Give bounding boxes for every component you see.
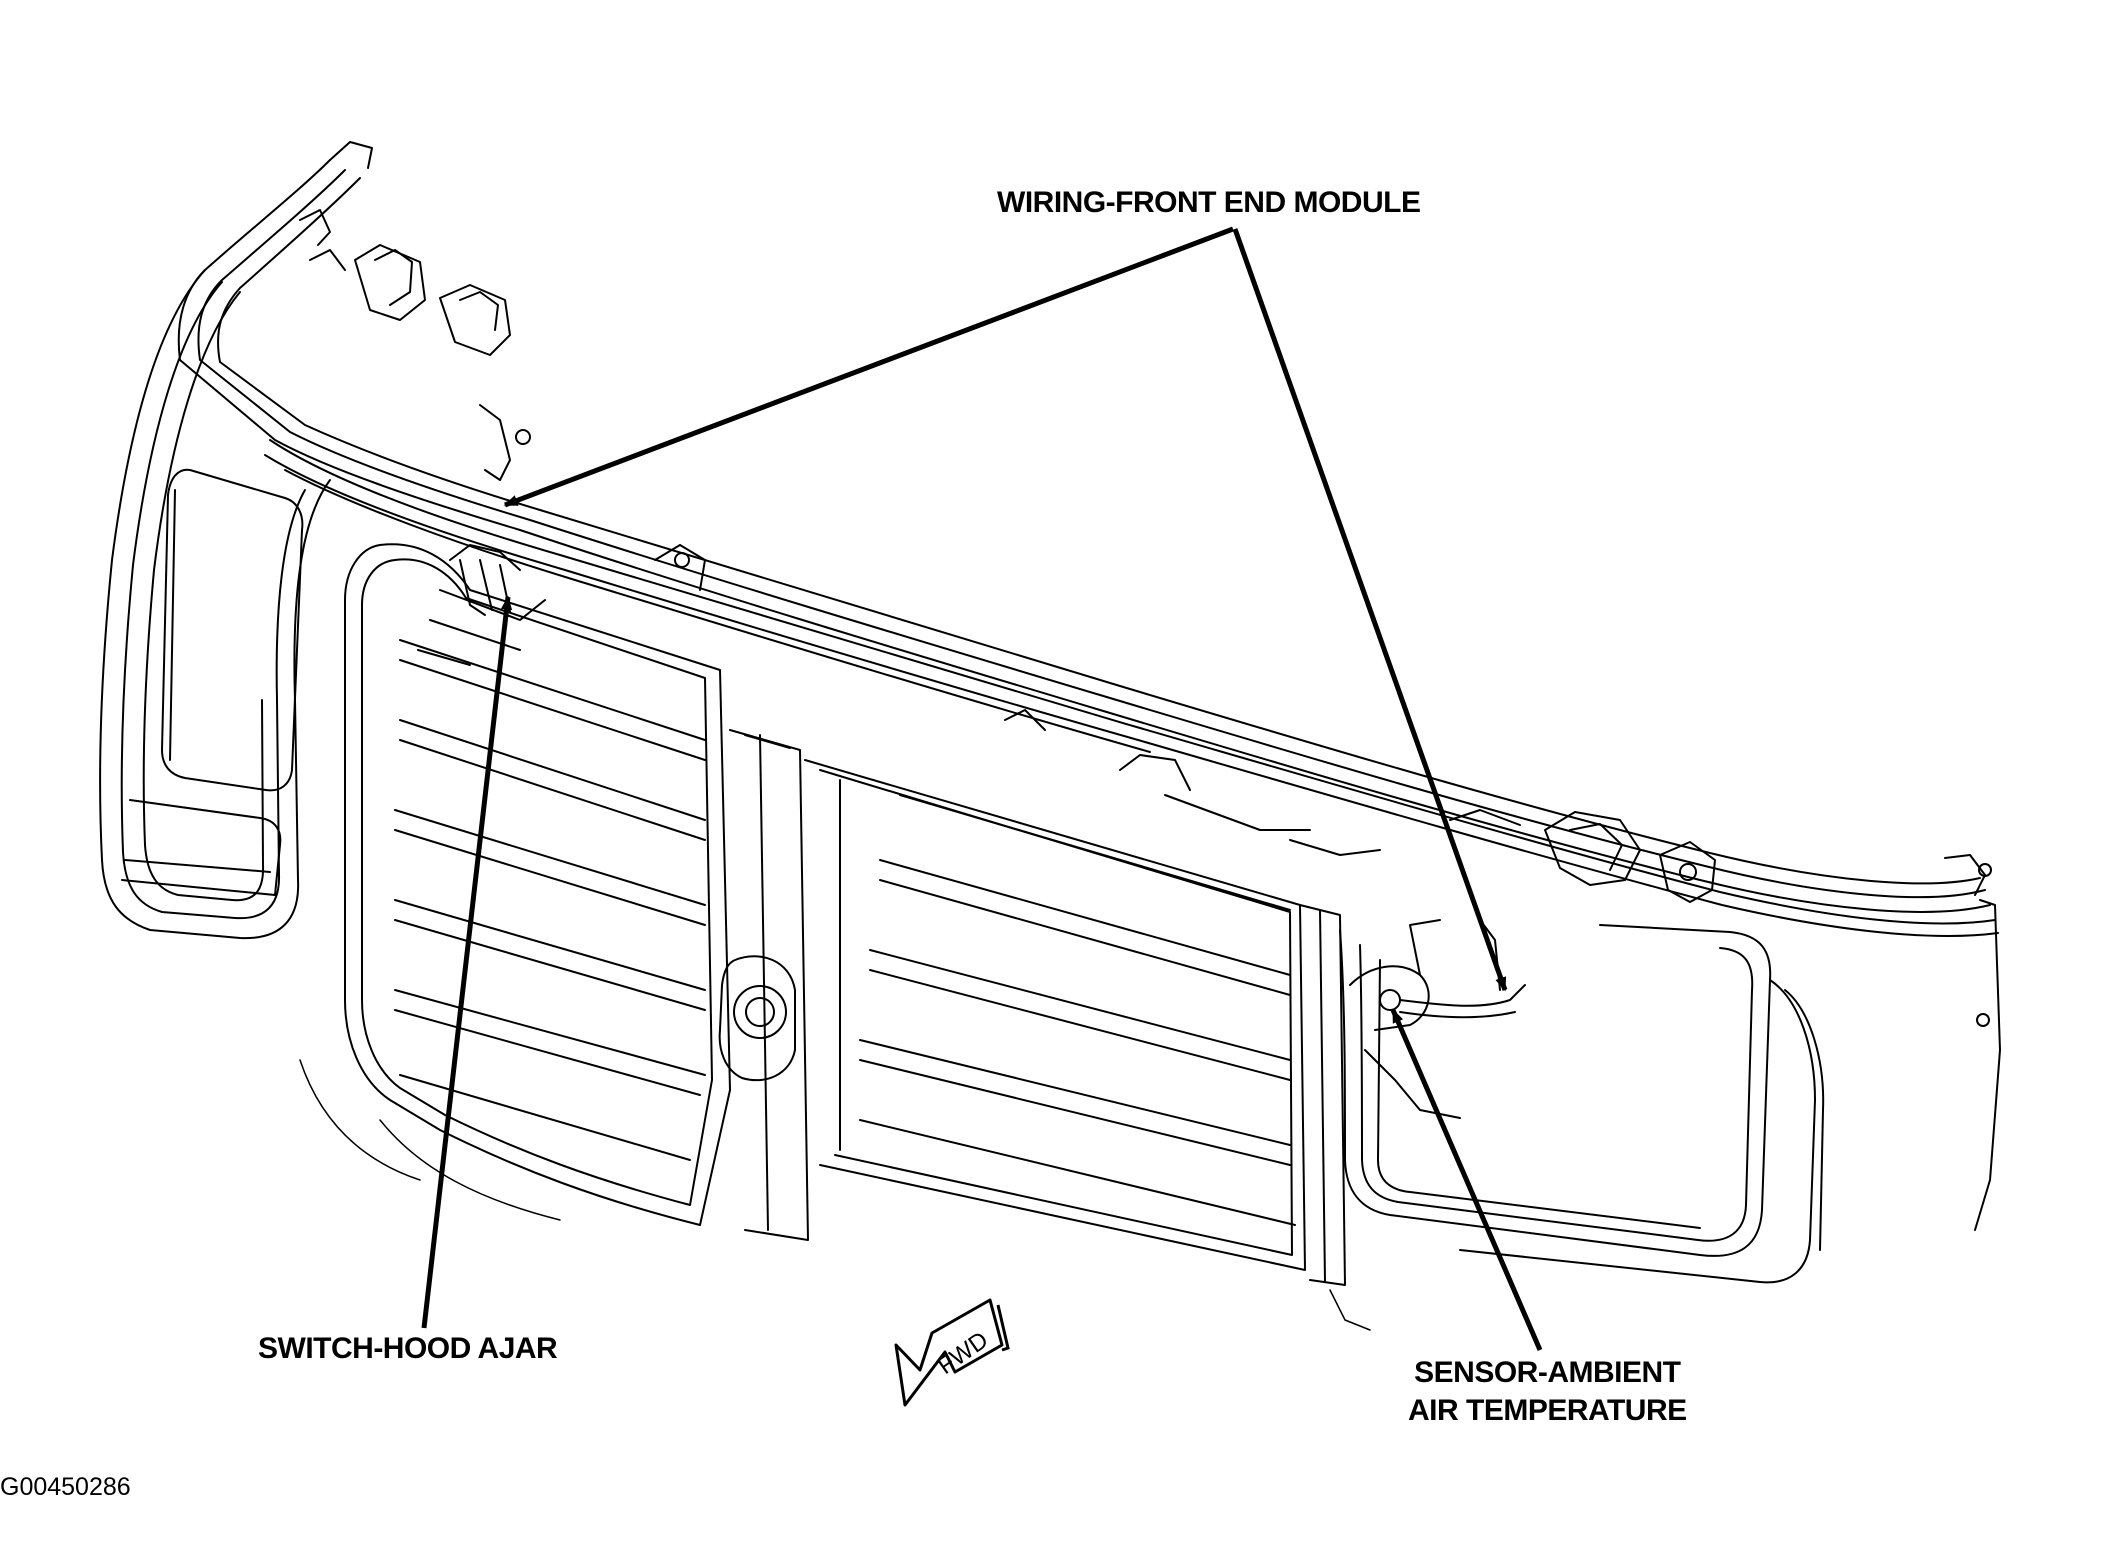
right-hood-hinge-bracket [1449,809,1992,903]
leader-sensor [1390,1008,1543,1351]
leader-switch [421,595,513,1329]
leader-lines [421,226,1543,1351]
ambient-sensor-detail [1349,919,1526,1119]
leader-wiring-right [1232,228,1508,992]
callout-sensor-line-1: SENSOR-AMBIENT [1414,1356,1681,1389]
callout-wiring-front-end-module: WIRING-FRONT END MODULE [997,186,1421,219]
figure-id: G00450286 [0,1473,131,1501]
hood-ajar-switch-detail [417,544,546,666]
callout-switch-hood-ajar: SWITCH-HOOD AJAR [258,1332,558,1365]
left-headlamp-shell [99,269,331,940]
top-center-brackets [654,544,1381,856]
callout-sensor-line-2: AIR TEMPERATURE [1408,1394,1687,1427]
emblem-mount [718,955,796,1082]
front-end-module-drawing [99,141,2001,1331]
grille-openings [344,543,1346,1286]
lower-frame [299,1059,1371,1331]
callout-sensor-ambient-air-temperature: SENSOR-AMBIENT AIR TEMPERATURE [1408,1354,1687,1430]
upper-beam [177,159,1999,937]
right-headlamp-shell [1339,899,2001,1284]
fwd-direction-arrow: FWD [894,1298,1010,1407]
left-hood-hinge-bracket [299,141,531,481]
leader-wiring-left [503,226,1234,508]
